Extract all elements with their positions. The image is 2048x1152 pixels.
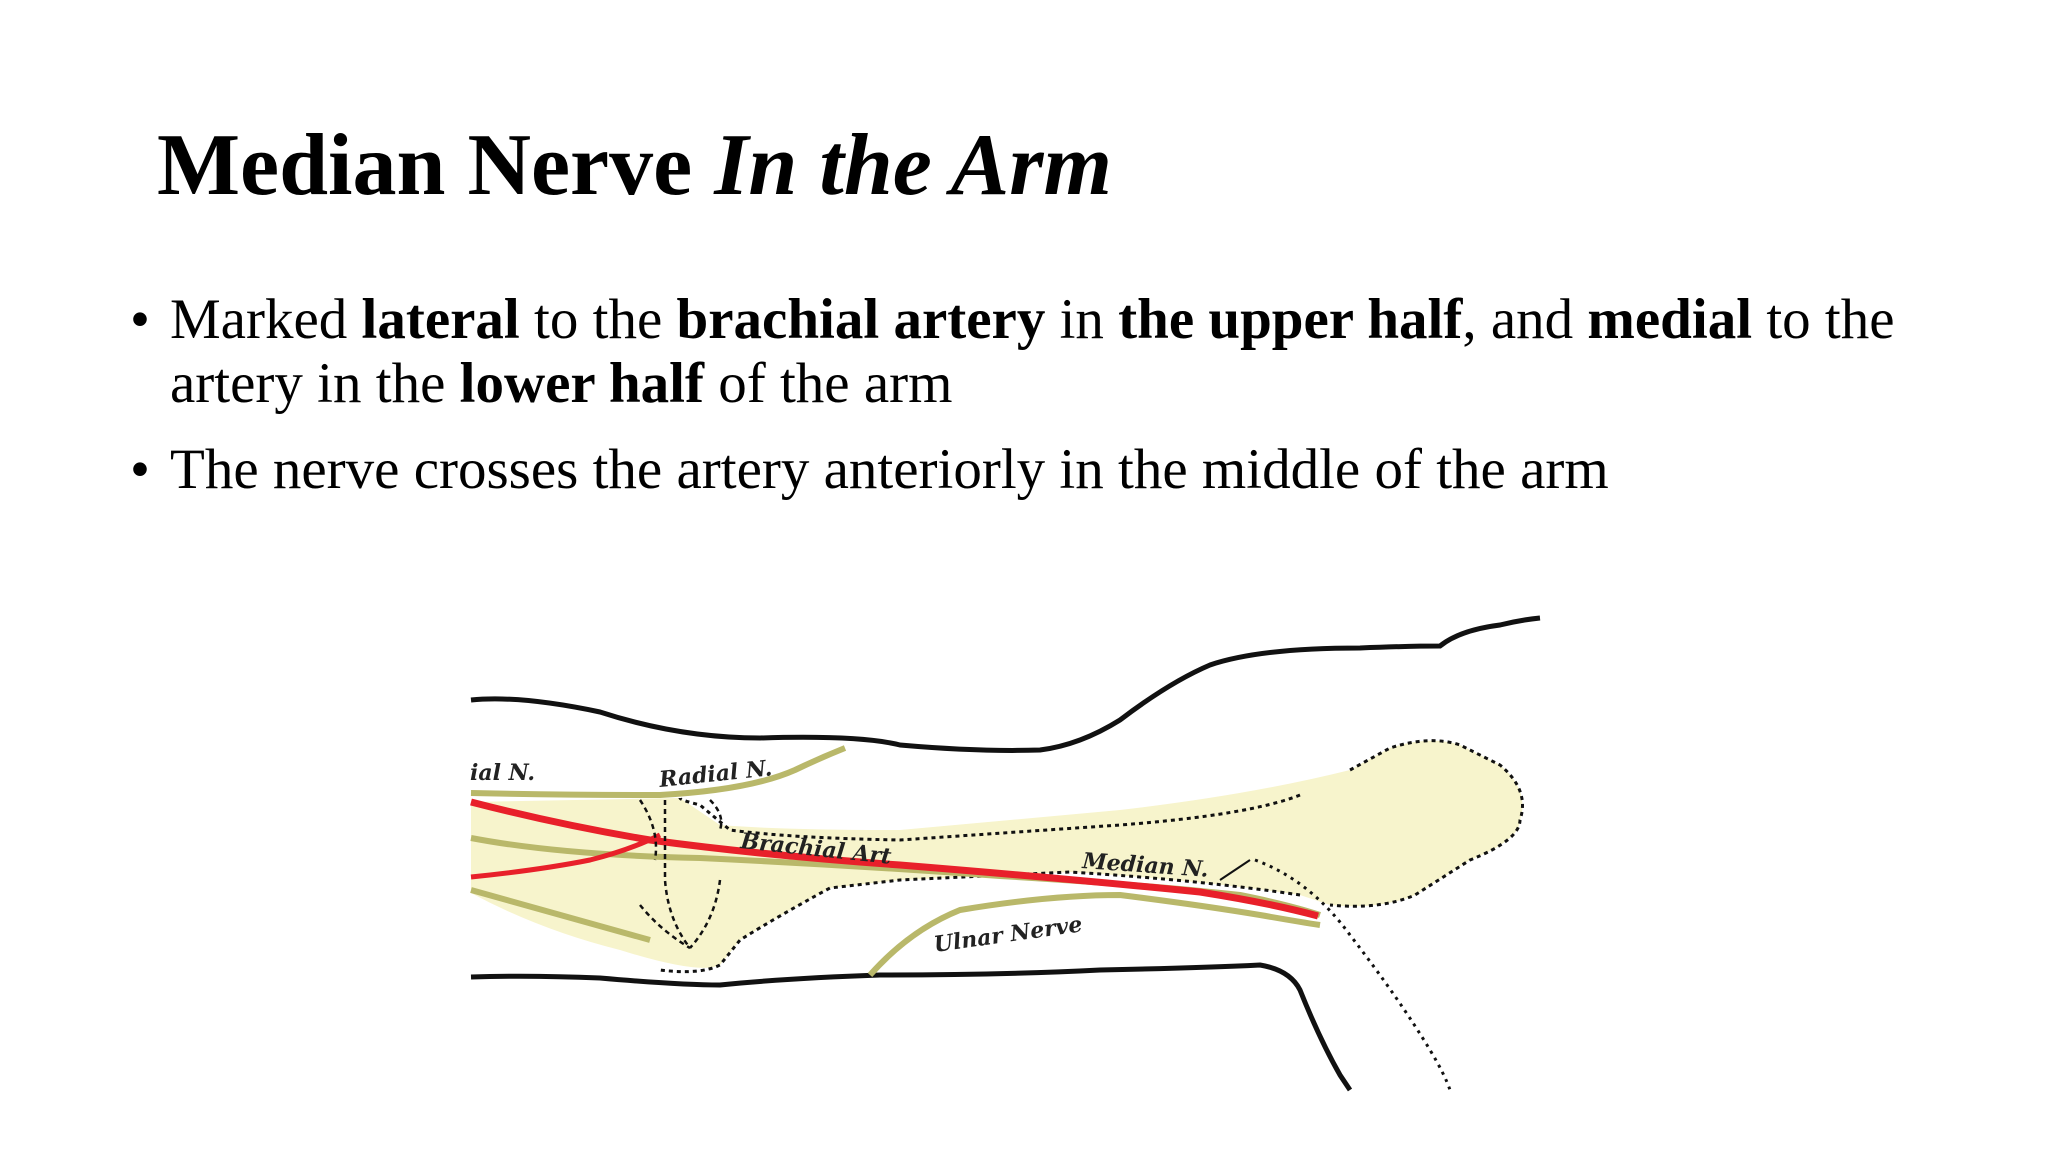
radial-nerve <box>470 745 847 799</box>
bullet-text: Marked <box>170 288 362 351</box>
bullet-text: , and <box>1462 288 1588 351</box>
bullet-text: to the artery in the <box>170 288 1895 415</box>
arm-lower-outline <box>470 962 1353 1092</box>
bullet-emphasis: lower half <box>459 352 704 415</box>
bullet-dot: • <box>130 288 150 351</box>
minor-vessels <box>638 799 723 950</box>
arm-upper-outline <box>470 615 1541 753</box>
humerus-shape <box>471 740 1523 968</box>
bullet-emphasis: brachial artery <box>676 288 1046 351</box>
bullet-dot: • <box>130 438 150 501</box>
bullet-text: The nerve crosses the artery anteriorly … <box>170 438 1609 501</box>
arm-illustration: ial N. Radial N. Brachial Art Median N. … <box>470 615 1541 1092</box>
label-ulnar-nerve: Ulnar Nerve <box>932 911 1084 958</box>
label-ulnar-cut: ial N. <box>470 760 535 786</box>
bullet-emphasis: lateral <box>361 288 520 351</box>
title-main: Median Nerve <box>157 117 693 214</box>
bullet-item: • Marked lateral to the brachial artery i… <box>130 288 1970 416</box>
bullet-text: to the <box>519 288 677 351</box>
bullet-emphasis: medial <box>1587 288 1753 351</box>
arm-lower-dotted <box>1254 858 1452 1091</box>
humerus-outline <box>659 739 1524 974</box>
bullet-text: of the arm <box>703 352 953 415</box>
ulnar-nerve <box>470 887 1321 977</box>
bullet-emphasis: the upper half <box>1118 288 1463 351</box>
bullet-item: • The nerve crosses the artery anteriorly… <box>130 438 1970 502</box>
title-italic: In the Arm <box>714 117 1112 214</box>
median-pointer <box>1219 859 1251 881</box>
bullet-list: • Marked lateral to the brachial artery i… <box>130 288 1970 524</box>
slide-title: Median Nerve In the Arm <box>157 117 1112 215</box>
bullet-text: in <box>1045 288 1119 351</box>
artery-branch <box>470 832 662 880</box>
brachial-artery <box>470 798 1319 920</box>
